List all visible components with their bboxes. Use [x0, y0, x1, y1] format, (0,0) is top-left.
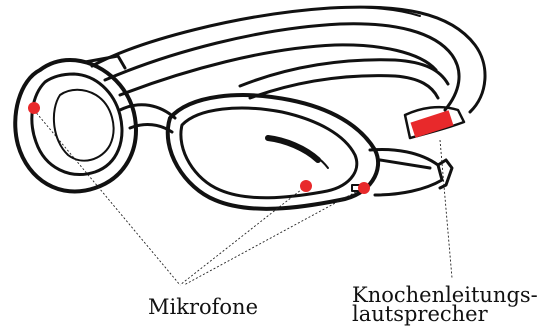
bone-conduction-speaker-marker	[411, 110, 454, 138]
left-lens	[15, 56, 136, 191]
leader-line-center-mic	[180, 186, 306, 285]
bone-conduction-speaker-label: Knochenleitungs- lautsprecher	[352, 286, 538, 324]
microphone-left-marker	[28, 102, 40, 114]
goggle-strap	[92, 7, 485, 112]
microphone-right-marker	[358, 182, 370, 194]
microphones-label: Mikrofone	[148, 298, 258, 317]
microphone-center-marker	[300, 180, 312, 192]
right-lens	[168, 95, 378, 209]
bone-conduction-label-line2: lautsprecher	[352, 305, 538, 324]
